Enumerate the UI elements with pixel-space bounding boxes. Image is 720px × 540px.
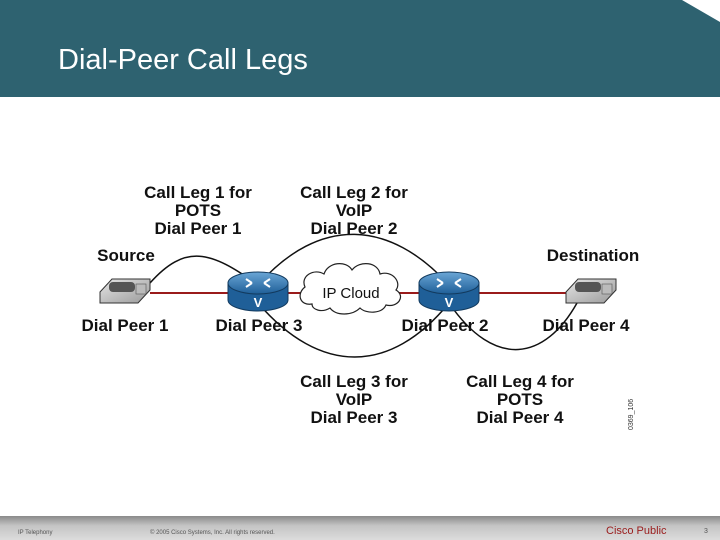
source-label: Source — [97, 246, 155, 265]
call-leg-4-arc — [448, 302, 578, 351]
router-2-glyph: V — [445, 295, 454, 310]
call-leg-4-line-2: POTS — [497, 390, 543, 409]
slide-footer: IP Telephony © 2005 Cisco Systems, Inc. … — [0, 516, 720, 540]
destination-phone-icon — [565, 278, 617, 304]
slide-header: Dial-Peer Call Legs — [0, 0, 720, 97]
router-1-icon — [227, 271, 289, 312]
call-leg-4-line-3: Dial Peer 4 — [477, 408, 564, 427]
call-leg-1-line-3: Dial Peer 1 — [155, 219, 242, 238]
footer-classification: Cisco Public — [606, 525, 667, 537]
call-leg-2-line-1: Call Leg 2 for — [300, 183, 408, 202]
dial-peer-3-label: Dial Peer 3 — [216, 316, 303, 335]
router-2-icon — [418, 271, 480, 312]
footer-page-number: 3 — [704, 528, 708, 535]
source-phone-icon — [99, 278, 151, 304]
footer-copyright: © 2005 Cisco Systems, Inc. All rights re… — [150, 530, 275, 536]
dial-peer-1-label: Dial Peer 1 — [82, 316, 169, 335]
call-leg-2-line-2: VoIP — [336, 201, 373, 220]
call-leg-3-line-3: Dial Peer 3 — [311, 408, 398, 427]
call-leg-2-line-3: Dial Peer 2 — [311, 219, 398, 238]
dial-peer-2-label: Dial Peer 2 — [402, 316, 489, 335]
ip-cloud-icon — [299, 263, 401, 315]
destination-label: Destination — [547, 246, 640, 265]
slide-title: Dial-Peer Call Legs — [58, 44, 308, 76]
header-corner-notch — [682, 0, 720, 22]
ip-cloud-label: IP Cloud — [322, 285, 379, 302]
footer-course: IP Telephony — [18, 530, 53, 536]
call-leg-3-arc — [257, 302, 450, 358]
call-leg-2-arc — [257, 233, 450, 286]
call-leg-1-line-2: POTS — [175, 201, 221, 220]
call-leg-3-line-1: Call Leg 3 for — [300, 372, 408, 391]
call-leg-4-line-1: Call Leg 4 for — [466, 372, 574, 391]
figure-id: 0369_106 — [628, 399, 635, 430]
call-leg-3-line-2: VoIP — [336, 390, 373, 409]
router-1-glyph: V — [254, 295, 263, 310]
dial-peer-4-label: Dial Peer 4 — [543, 316, 630, 335]
call-leg-1-line-1: Call Leg 1 for — [144, 183, 252, 202]
